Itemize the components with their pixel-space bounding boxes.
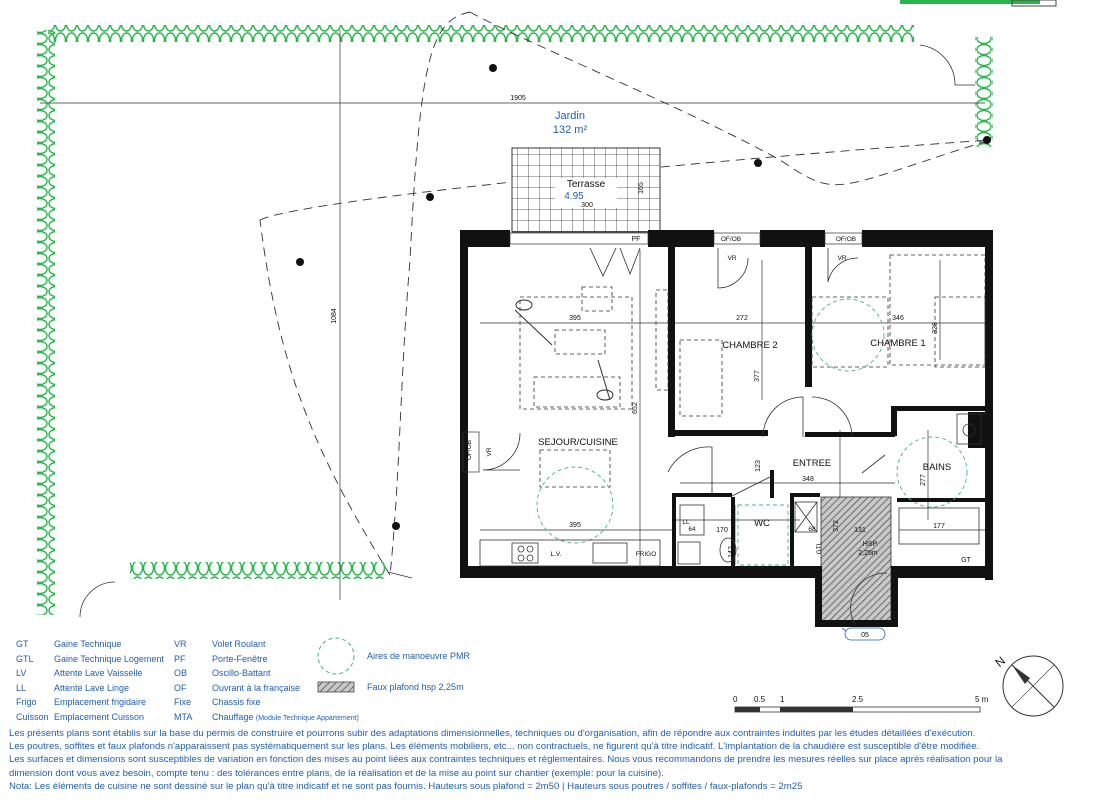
label-gt: GT [961, 557, 971, 564]
room-bains-label: BAINS [923, 462, 952, 473]
label-dim-68: 68 [808, 526, 816, 533]
room-sejour-label: SEJOUR/CUISINE [538, 437, 618, 448]
furniture [519, 254, 986, 488]
legend-faux-plafond-label: Faux plafond hsp 2,25m [367, 682, 464, 692]
faux-plafond-area [820, 496, 892, 623]
room-sejour-dim-top: 395 [569, 315, 581, 322]
room-entree-dim-h: 348 [802, 476, 814, 483]
scale-tick-2: 1 [780, 695, 785, 704]
scale-tick-1: 0.5 [754, 695, 766, 704]
note-line: Les poutres, soffites et faux plafonds n… [9, 741, 980, 753]
room-wc-label: WC [754, 518, 770, 529]
scale-tick-0: 0 [733, 695, 738, 704]
room-bains-dim-v: 277 [920, 474, 927, 486]
garden-gates [79, 44, 975, 618]
legend-faux-plafond-symbol [317, 681, 355, 693]
pmr-circles [536, 298, 968, 566]
label-gtl: GTL [816, 541, 823, 554]
label-ofob-ch2: OF/OB [721, 236, 741, 243]
dashed-outline [259, 11, 991, 576]
room-chambre1-dim-h: 346 [892, 315, 904, 322]
room-chambre2-label: CHAMBRE 2 [722, 340, 777, 351]
garden-lights [296, 64, 991, 530]
legend-pmr-symbol [317, 637, 355, 675]
room-hsp-label: HSP [863, 541, 878, 548]
label-vr-ch1: VR [837, 255, 846, 262]
legend-pmr-label: Aires de manoeuvre PMR [367, 651, 471, 661]
label-vr-ch2: VR [727, 255, 736, 262]
label-pf: PF [632, 236, 641, 243]
label-frigo: FRIGO [636, 551, 657, 558]
room-chambre1-dim-v: 328 [932, 322, 939, 334]
disclaimer-notes: Les présents plans sont établis sur la b… [9, 727, 1094, 793]
label-lv: L.V. [551, 551, 562, 558]
garden-height-dimension: 1084 [331, 308, 338, 324]
room-entree-label: ENTREE [793, 458, 832, 469]
room-wc-dim-v: 142 [728, 546, 735, 558]
garden-area: 132 m² [553, 124, 588, 136]
door-number-tag: 05 [841, 627, 886, 641]
room-chambre2-dim-v: 377 [754, 370, 761, 382]
room-entree-dim-v: 123 [755, 460, 762, 472]
terrace [511, 147, 661, 233]
note-line: Les surfaces et dimensions sont suscepti… [9, 754, 1003, 766]
garden-name: Jardin [555, 110, 585, 122]
label-vr-left: VR [486, 447, 493, 456]
bathroom-fixtures [677, 413, 982, 565]
kitchen-counter [479, 539, 661, 567]
terrace-area: 4.95 [564, 191, 584, 202]
room-hsp-height: 2,25m [858, 550, 878, 557]
room-chambre2-dim-h: 272 [736, 315, 748, 322]
label-dim-64: 64 [688, 526, 696, 533]
terrace-height-dimension: 165 [638, 182, 645, 194]
scale-tick-4: 5 m [975, 695, 989, 704]
room-hsp-dim-h: 131 [854, 527, 866, 534]
note-line: Les présents plans sont établis sur la b… [9, 728, 976, 739]
note-line: Nota: Les éléments de cuisine ne sont de… [9, 780, 803, 792]
terrace-name: Terrasse [567, 179, 606, 190]
room-bains-dim-h: 177 [933, 523, 945, 530]
people-figures [514, 299, 614, 401]
room-chambre1-label: CHAMBRE 1 [870, 338, 925, 349]
label-ofob-left: OF/OB [466, 440, 473, 460]
garden-hedge [37, 0, 1057, 615]
compass-icon: N [992, 654, 1064, 717]
walls [460, 230, 993, 627]
room-sejour-dim-bottom: 395 [569, 522, 581, 529]
room-wc-dim-h: 170 [716, 527, 728, 534]
door-number: 05 [861, 632, 869, 639]
scale-tick-3: 2.5 [852, 695, 864, 704]
compass-north-label: N [992, 654, 1008, 670]
label-ofob-ch1: OF/OB [836, 236, 856, 243]
label-ll: LL [682, 519, 690, 526]
scale-bar: 0 0.5 1 2.5 5 m [733, 695, 989, 713]
window-frames [462, 232, 863, 473]
room-sejour-dim-vertical: 652 [632, 402, 639, 414]
note-line: dimension dont vous avez besoin, compte … [9, 767, 664, 779]
terrace-width-dimension: 300 [581, 202, 593, 209]
doors [482, 247, 888, 626]
room-hsp-dim-v: 372 [833, 520, 840, 532]
garden-width-dimension: 1905 [510, 95, 526, 102]
